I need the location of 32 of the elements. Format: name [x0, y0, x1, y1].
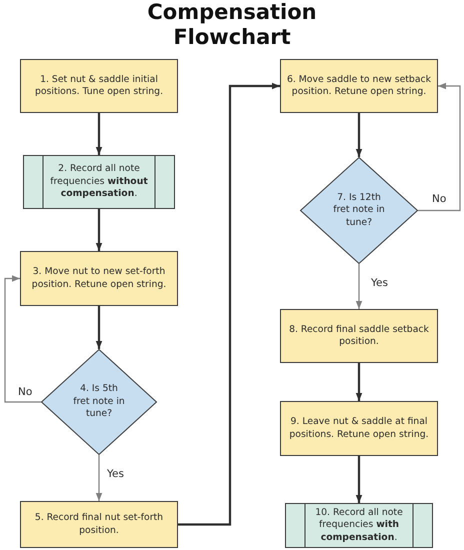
step-text: 2. Record all note frequencies without compensation. [49, 163, 149, 201]
arrow [418, 82, 461, 212]
process-box [20, 501, 178, 548]
arrow [96, 113, 102, 155]
decision-diamond [41, 349, 157, 455]
arrow [356, 363, 362, 401]
process-box [280, 309, 438, 363]
arrow [356, 456, 362, 503]
arrow [356, 113, 362, 157]
step-text: 6. Move saddle to new setback position. Retune open string. [286, 74, 432, 98]
arrow [96, 306, 102, 349]
step-text: 9. Leave nut & saddle at final positions. Retune open string. [288, 416, 430, 441]
title: Compensation Flowchart [146, 0, 318, 50]
process-box [20, 59, 178, 113]
step-text: 5. Record final nut set-forth position. [34, 512, 164, 537]
process-box [20, 251, 178, 306]
predefined-process-box [285, 503, 433, 548]
step-text: 3. Move nut to new set-forth position. Retune open string. [30, 266, 168, 291]
step-text: 1. Set nut & saddle initial positions. Tune open string. [34, 74, 164, 98]
arrow [178, 82, 280, 526]
question-text: 4. Is 5th fret note in tune? [72, 383, 126, 421]
step-text: 8. Record final saddle setback position. [288, 324, 430, 348]
arrow [4, 275, 41, 403]
decision-diamond [300, 157, 418, 264]
arrow [96, 209, 102, 251]
arrow [356, 264, 362, 309]
arrow [96, 455, 102, 501]
question-text: 7. Is 12th fret note in tune? [332, 192, 386, 230]
process-box [280, 401, 438, 456]
process-box [280, 59, 438, 113]
step-text: 10. Record all note frequencies with compensation. [314, 506, 404, 544]
predefined-process-box [23, 155, 175, 209]
